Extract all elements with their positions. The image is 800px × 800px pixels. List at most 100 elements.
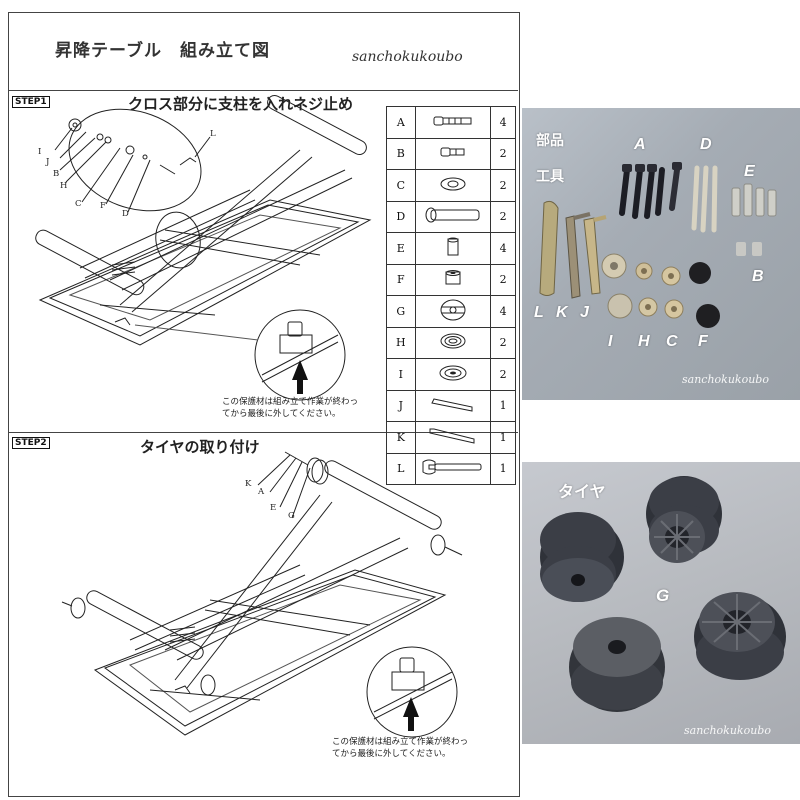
- manual-brand: sanchokukoubo: [352, 49, 463, 65]
- callout-J: J: [46, 157, 50, 167]
- collar-icon: [414, 263, 492, 296]
- part-letter: B: [386, 137, 416, 170]
- photo-letter-I: I: [608, 333, 613, 350]
- part-letter: K: [386, 421, 416, 454]
- callout-B: B: [53, 169, 60, 179]
- hex-key-small-icon: [414, 389, 492, 422]
- spacer-icon: [414, 232, 492, 265]
- callout-A: A: [258, 487, 265, 497]
- part-qty: 2: [490, 200, 516, 233]
- callout-I: I: [38, 147, 42, 157]
- washer-icon: [414, 169, 492, 202]
- short-bolt-icon: [414, 137, 492, 170]
- photo-letter-F: F: [698, 333, 708, 350]
- wheels-photo-art: [540, 476, 786, 712]
- photo-letter-D: D: [700, 136, 712, 153]
- step-divider: [8, 432, 518, 433]
- part-qty: 4: [490, 106, 516, 139]
- photo-letter-J: J: [580, 304, 589, 321]
- tools-label: 工具: [536, 169, 564, 185]
- part-letter: F: [386, 263, 416, 296]
- step2-title: タイヤの取り付け: [140, 438, 260, 456]
- pin-icon: [414, 200, 492, 233]
- hex-key-large-icon: [414, 421, 492, 454]
- parts-label: 部品: [536, 133, 564, 149]
- part-letter: H: [386, 326, 416, 359]
- part-qty: 2: [490, 169, 516, 202]
- part-qty: 2: [490, 137, 516, 170]
- parts-photo-watermark: sanchokukoubo: [682, 373, 769, 386]
- part-letter: D: [386, 200, 416, 233]
- step2-diagram: [61, 451, 463, 738]
- part-letter: J: [386, 389, 416, 422]
- step1-label: STEP1: [12, 96, 50, 108]
- callout-H: H: [60, 181, 68, 191]
- part-letter: E: [386, 232, 416, 265]
- callout-G: G: [288, 511, 295, 521]
- header-divider: [8, 90, 518, 91]
- callout-K: K: [245, 479, 252, 489]
- callout-C: C: [75, 199, 82, 209]
- part-qty: 4: [490, 295, 516, 328]
- wheels-photo-watermark: sanchokukoubo: [684, 724, 771, 737]
- parts-photo: 部品 工具 A D E B L K J I H C F sanchokukoub…: [522, 108, 800, 400]
- part-letter: C: [386, 169, 416, 202]
- part-qty: 1: [490, 389, 516, 422]
- photo-letter-E: E: [744, 163, 755, 180]
- step1-note-line1: この保護材は組み立て作業が終わっ: [222, 397, 359, 407]
- callout-D: D: [122, 209, 129, 219]
- photo-letter-L: L: [534, 304, 544, 321]
- wheel-2: [646, 476, 722, 563]
- cap-washer-icon: [414, 358, 492, 391]
- wheel-1: [540, 512, 624, 602]
- step1-note: この保護材は組み立て作業が終わっ てから最後に外してください。: [222, 396, 358, 420]
- part-qty: 1: [490, 421, 516, 454]
- callout-F: F: [100, 201, 106, 211]
- wheels-letter-G: G: [656, 586, 670, 605]
- part-letter: I: [386, 358, 416, 391]
- photo-letter-A: A: [634, 136, 646, 153]
- step1-note-line2: てから最後に外してください。: [222, 409, 341, 419]
- parts-photo-art: [539, 162, 777, 328]
- long-bolt-icon: [414, 106, 492, 139]
- ring-washer-icon: [414, 326, 492, 359]
- photo-letter-B: B: [752, 268, 764, 285]
- photo-letter-K: K: [556, 304, 568, 321]
- part-qty: 2: [490, 263, 516, 296]
- step2-note-line2: てから最後に外してください。: [332, 749, 451, 759]
- step1-title: クロス部分に支柱を入れネジ止め: [128, 95, 354, 113]
- step2-note-line1: この保護材は組み立て作業が終わっ: [332, 737, 469, 747]
- callout-L: L: [210, 129, 216, 139]
- part-qty: 2: [490, 326, 516, 359]
- photo-letter-H: H: [638, 333, 650, 350]
- photo-letter-C: C: [666, 333, 678, 350]
- part-qty: 4: [490, 232, 516, 265]
- part-letter: G: [386, 295, 416, 328]
- part-letter: L: [386, 452, 416, 485]
- wheel-icon: [414, 295, 492, 328]
- part-qty: 2: [490, 358, 516, 391]
- part-qty: 1: [490, 452, 516, 485]
- wheels-label: タイヤ: [558, 482, 606, 501]
- step2-note: この保護材は組み立て作業が終わっ てから最後に外してください。: [332, 736, 468, 760]
- step2-label: STEP2: [12, 437, 50, 449]
- wheels-photo: タイヤ G sanchokukoubo: [522, 462, 800, 744]
- wrench-icon: [414, 452, 492, 485]
- callout-E: E: [270, 503, 277, 513]
- wheel-3: [569, 617, 665, 712]
- part-letter: A: [386, 106, 416, 139]
- wheel-4: [694, 592, 786, 680]
